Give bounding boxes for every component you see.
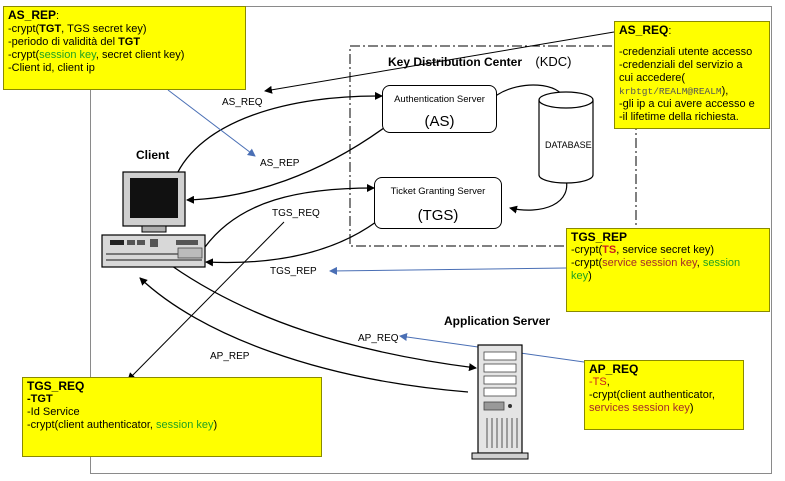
as-rep-pointer (167, 89, 256, 157)
as-rep-note-line2: -periodo di validità del TGT (8, 36, 241, 49)
tgs-rep-l3-post: ) (588, 270, 592, 282)
app-server-label: Application Server (444, 314, 551, 328)
as-rep-label: AS_REP (260, 158, 300, 169)
as-rep-note-title: AS_REP (8, 8, 57, 22)
as-rep-l2-pre: -periodo di validità del (8, 36, 119, 48)
tgs-req-l3-post: ) (213, 419, 218, 431)
tgs-req-note-title: TGS_REQ (27, 379, 85, 393)
as-rep-l3-post: , secret client key) (95, 49, 185, 61)
ap-rep-label: AP_REP (210, 351, 250, 362)
as-rep-arrow (186, 124, 389, 204)
as-req-arrow (174, 91, 383, 179)
tgs-rep-l2-sep: , (696, 257, 703, 269)
tgs-req-arrow (204, 184, 375, 248)
tgs-rep-arrow (205, 221, 377, 267)
as-rep-l1-post: , TGS secret key) (61, 23, 147, 35)
as-req-note-line1: -credenziali utente accesso (619, 46, 753, 58)
kdc-boundary (349, 45, 637, 247)
as-req-note-line6: -il lifetime della richiesta. (619, 111, 739, 123)
as-req-note-line2: -credenziali del servizio a (619, 59, 743, 71)
as-req-note: AS_REQ: -credenziali utente accesso -cre… (614, 21, 770, 129)
tgs-rep-note: TGS_REP -crypt(TS, service secret key) -… (566, 228, 770, 312)
as-abbr: (AS) (424, 113, 455, 130)
as-req-note-line5: -gli ip a cui avere accesso e (619, 98, 755, 110)
ap-req-arrow (171, 265, 477, 372)
tgs-req-pointer (127, 221, 285, 381)
database-label: DATABASE (545, 140, 592, 150)
tgs-rep-l2-red: service session key (602, 257, 697, 269)
as-req-l4-mono: krbtgt/REALM@REALM (619, 86, 722, 97)
tgs-rep-note-line3: key) (571, 270, 765, 283)
tgs-rep-l2-pre: -crypt( (571, 257, 603, 269)
database-icon (538, 91, 594, 184)
kdc-title-text: Key Distribution Center (388, 55, 523, 69)
ap-req-note-line3: services session key) (589, 402, 739, 415)
tgs-req-note: TGS_REQ -TGT -Id Service -crypt(client a… (22, 377, 322, 457)
kdc-title: Key Distribution Center (KDC) (388, 54, 571, 69)
ap-req-note-line2: -crypt(client authenticator, (589, 389, 715, 401)
ticket-granting-server-box: Ticket Granting Server (TGS) (374, 177, 502, 229)
as-req-note-colon: : (668, 25, 672, 37)
kdc-abbr: (KDC) (535, 54, 572, 69)
ap-req-note-line1: -TS, (589, 376, 739, 389)
tgs-rep-l2-green: session (702, 257, 741, 269)
as-req-label: AS_REQ (222, 97, 263, 108)
tgs-rep-note-line2: -crypt(service session key, session (571, 257, 765, 270)
application-server-icon (471, 344, 529, 460)
ap-req-note: AP_REQ -TS, -crypt(client authenticator,… (584, 360, 744, 430)
as-req-note-title: AS_REQ (619, 23, 669, 37)
as-req-note-line4: krbtgt/REALM@REALM), (619, 85, 765, 98)
as-rep-l1-bold: TGT (39, 23, 62, 35)
ap-rep-arrow (139, 277, 469, 393)
tgs-rep-note-title: TGS_REP (571, 230, 628, 244)
tgs-name: Ticket Granting Server (390, 186, 486, 197)
tgs-req-l3-pre: -crypt(client authenticator, (27, 419, 157, 431)
ap-req-l1-post: , (606, 376, 610, 388)
as-rep-l3-pre: -crypt( (8, 49, 40, 61)
ap-req-note-title: AP_REQ (589, 362, 639, 376)
tgs-req-l3-green: session key (156, 419, 214, 431)
authentication-server-box: Authentication Server (AS) (382, 85, 497, 133)
as-req-pointer (264, 31, 615, 94)
tgs-rep-l3-green: key (571, 270, 589, 282)
tgs-rep-l1-pre: -crypt( (571, 244, 603, 256)
tgs-abbr: (TGS) (417, 207, 459, 224)
ap-req-label: AP_REQ (358, 333, 399, 344)
tgs-rep-note-line1: -crypt(TS, service secret key) (571, 244, 765, 257)
tgs-req-note-line3: -crypt(client authenticator, session key… (27, 419, 317, 432)
as-rep-note: AS_REP: -crypt(TGT, TGS secret key) -per… (3, 6, 246, 90)
tgs-rep-label: TGS_REP (270, 266, 317, 277)
as-rep-note-line3: -crypt(session key, secret client key) (8, 49, 241, 62)
as-req-l4-post: ), (721, 85, 729, 97)
as-rep-note-colon: : (56, 10, 60, 22)
ap-req-l1-red: -TS (589, 376, 607, 388)
tgs-rep-l1-red: TS (602, 244, 617, 256)
as-rep-l3-green: session key (39, 49, 96, 61)
as-rep-l1-pre: -crypt( (8, 23, 40, 35)
client-label: Client (136, 148, 170, 162)
tgs-req-label: TGS_REQ (272, 208, 320, 219)
as-rep-note-line4: -Client id, client ip (8, 62, 95, 74)
as-rep-l2-bold: TGT (118, 36, 141, 48)
ap-req-l3-red: services session key (589, 402, 690, 414)
as-rep-note-line1: -crypt(TGT, TGS secret key) (8, 23, 241, 36)
tgs-req-note-line2: -Id Service (27, 406, 80, 418)
as-req-note-line3: cui accedere( (619, 72, 686, 84)
client-computer-icon (101, 171, 206, 268)
tgs-rep-l1-post: , service secret key) (616, 244, 715, 256)
tgs-rep-pointer (329, 266, 567, 275)
as-name: Authentication Server (394, 94, 485, 105)
tgs-req-note-line1: -TGT (27, 393, 53, 405)
ap-req-l3-post: ) (689, 402, 694, 414)
